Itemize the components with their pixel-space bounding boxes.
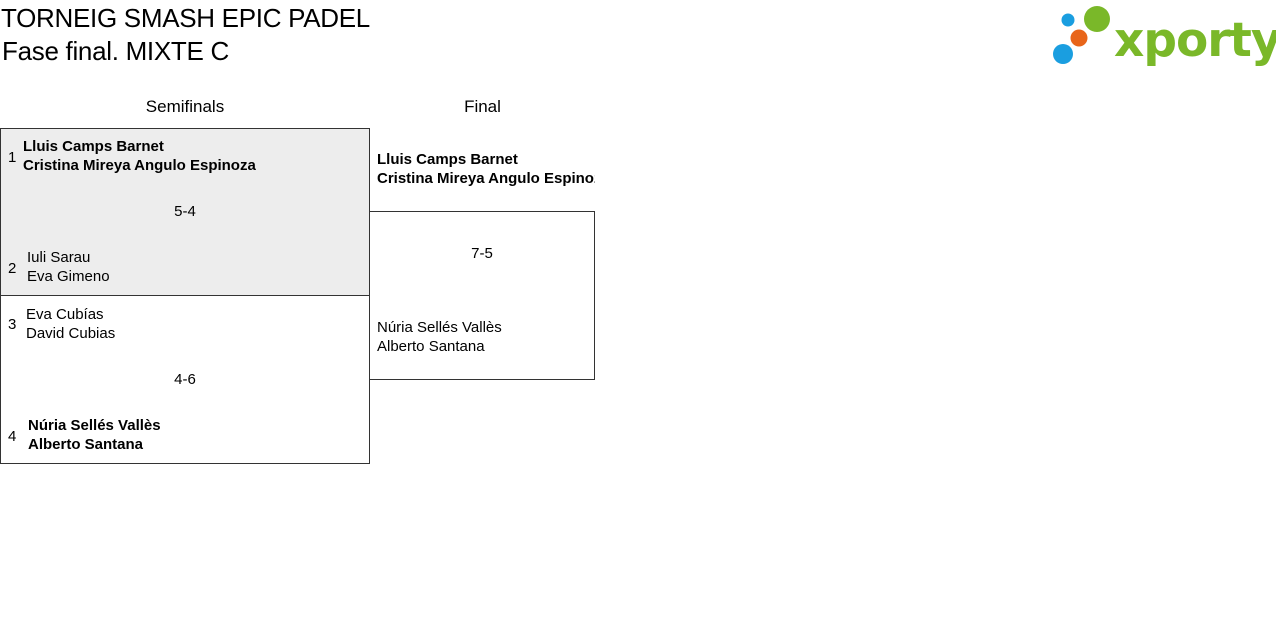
- player-name: David Cubias: [26, 325, 116, 342]
- phase-subtitle: Fase final. MIXTE C: [2, 36, 229, 66]
- final-team-1: Lluis Camps Barnet Cristina Mireya Angul…: [377, 150, 595, 188]
- semifinal-1-match[interactable]: 1 Lluis Camps Barnet Cristina Mireya Ang…: [0, 128, 370, 296]
- match-score: 4-6: [174, 371, 196, 388]
- player-name: Alberto Santana: [377, 338, 485, 355]
- logo-wordmark: xporty: [1114, 13, 1276, 66]
- logo-dot-orange: [1070, 29, 1088, 47]
- tournament-title: TORNEIG SMASH EPIC PADEL: [1, 3, 370, 33]
- player-name: Eva Cubías: [26, 306, 104, 323]
- player-name: Cristina Mireya Angulo Espinoza: [377, 170, 595, 187]
- seed-number: 2: [8, 260, 17, 277]
- logo-dot-blue-top: [1061, 13, 1075, 27]
- xporty-logo: xporty: [1053, 6, 1276, 66]
- logo-dot-green: [1084, 6, 1110, 32]
- player-name: Núria Sellés Vallès: [377, 319, 502, 336]
- player-name: Cristina Mireya Angulo Espinoza: [23, 157, 256, 174]
- seed-number: 4: [8, 428, 17, 445]
- round-heading-semifinals: Semifinals: [145, 97, 225, 116]
- logo-dot-blue-bottom: [1053, 44, 1073, 64]
- match-score: 7-5: [471, 245, 493, 262]
- seed-number: 3: [8, 316, 17, 333]
- player-name: Iuli Sarau: [27, 249, 91, 266]
- player-name: Eva Gimeno: [27, 268, 110, 285]
- semifinal-2-match[interactable]: 3 Eva Cubías David Cubias 4-6 4 Núria Se…: [0, 295, 370, 464]
- round-heading-final: Final: [464, 97, 501, 116]
- final-match[interactable]: 7-5 Núria Sellés Vallès Alberto Santana: [369, 211, 595, 380]
- player-name: Alberto Santana: [28, 436, 144, 453]
- player-name: Núria Sellés Vallès: [28, 417, 161, 434]
- player-name: Lluis Camps Barnet: [377, 151, 518, 168]
- match-score: 5-4: [174, 203, 196, 220]
- seed-number: 1: [8, 149, 17, 166]
- player-name: Lluis Camps Barnet: [23, 138, 164, 155]
